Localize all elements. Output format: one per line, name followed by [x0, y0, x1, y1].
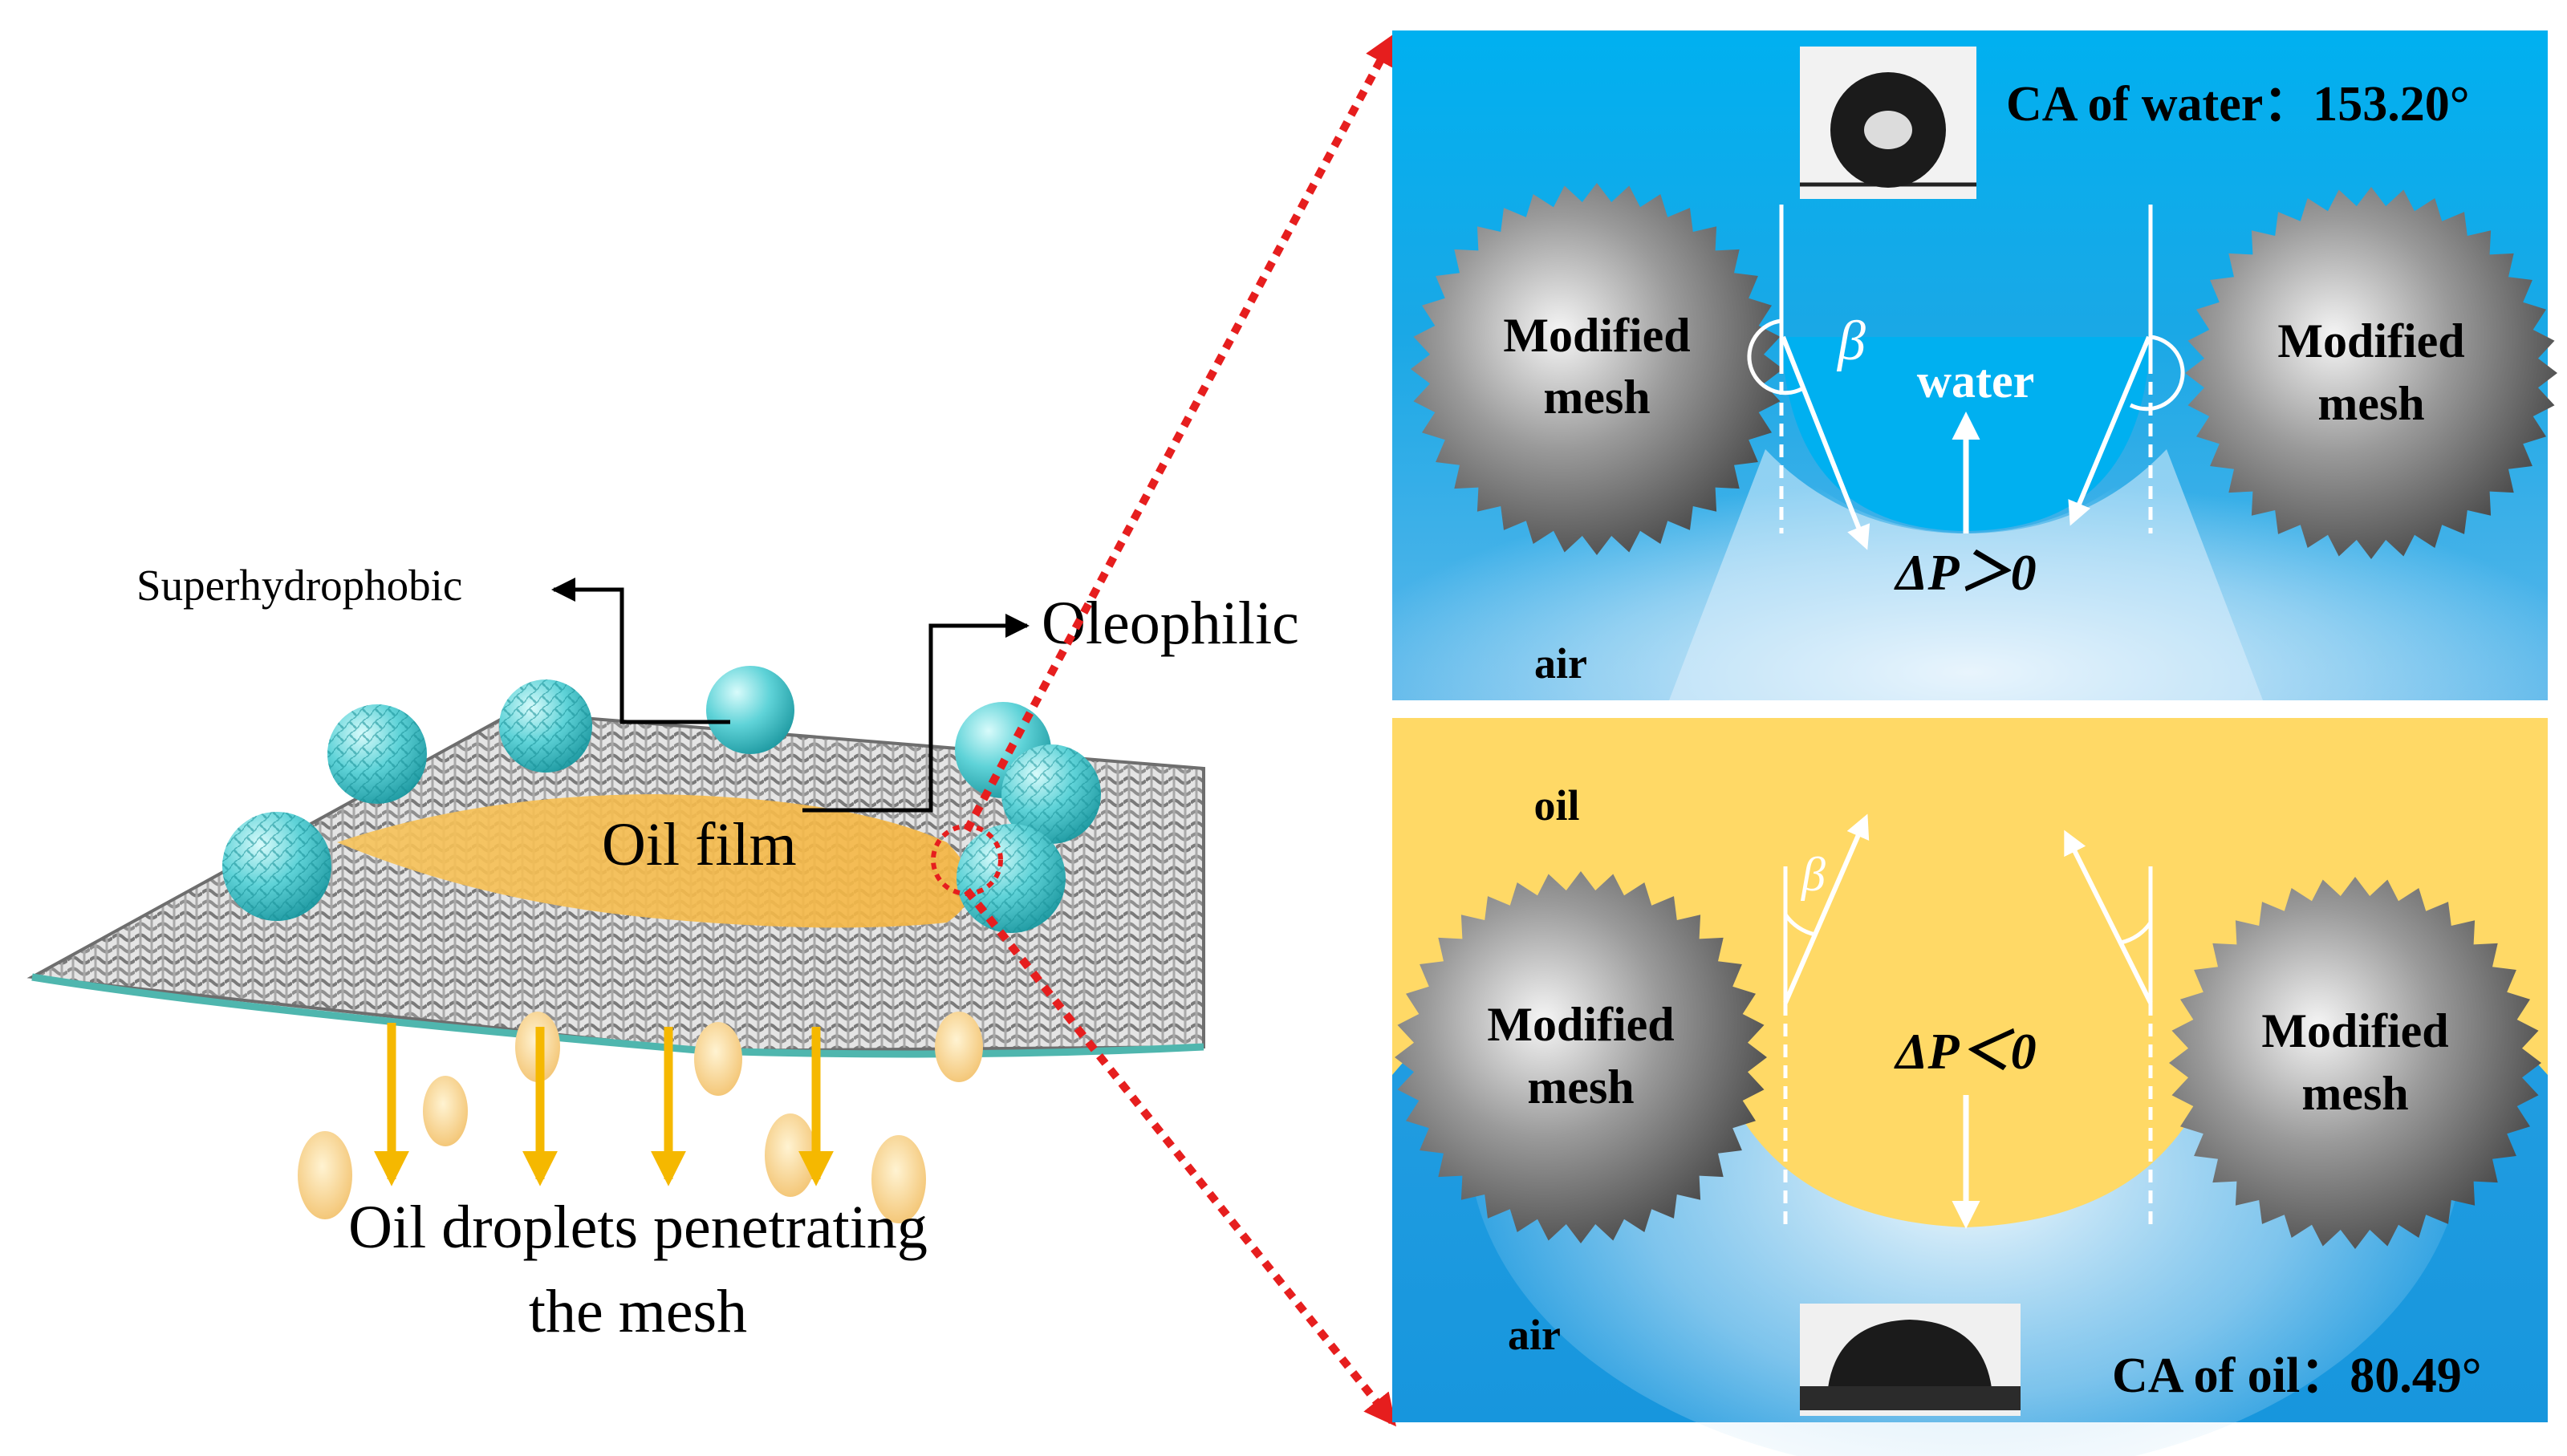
- sphere-net: [957, 824, 1066, 933]
- sphere-net: [327, 704, 427, 804]
- angle-arc: [2120, 921, 2153, 945]
- oil-droplet: [765, 1113, 816, 1197]
- oil-droplet: [694, 1022, 742, 1096]
- oil-droplet: [935, 1012, 983, 1082]
- bottom-left-gear: Modified mesh: [1395, 871, 1767, 1243]
- oil-film-shape: [337, 794, 971, 928]
- superhydrophobic-callout: [551, 578, 730, 724]
- photo-baseline: [1800, 1386, 2021, 1410]
- oil-droplets: [298, 1012, 983, 1223]
- oil-droplet: [423, 1076, 468, 1146]
- angle-symbol: β: [1801, 848, 1826, 901]
- superhydrophobic-label: Superhydrophobic: [136, 561, 462, 610]
- oil-region: [1392, 718, 2548, 1227]
- zoom-line-top: [963, 32, 1396, 833]
- liquid-label: oil: [1533, 781, 1579, 829]
- tangent-arrow: [1783, 813, 1870, 1004]
- tangent-arrow: [2068, 335, 2151, 526]
- oil-droplet: [871, 1135, 926, 1223]
- sphere-net: [222, 812, 331, 921]
- medium-label: air: [1508, 1311, 1561, 1359]
- penetration-arrows: [374, 1023, 834, 1186]
- mesh-fringe: [31, 973, 1204, 1058]
- droplets-label-line2: the mesh: [529, 1278, 747, 1345]
- oleophilic-label: Oleophilic: [1042, 590, 1299, 657]
- water-contact-angle-photo: [1800, 47, 1976, 199]
- liquid-label: water: [1917, 355, 2035, 408]
- droplets-label-line1: Oil droplets penetrating: [348, 1194, 928, 1261]
- ca-water-label: CA of water：153.20°: [2006, 77, 2470, 132]
- mesh-label-line2: mesh: [2301, 1067, 2408, 1120]
- sphere-net: [499, 679, 592, 773]
- mesh-label-line2: mesh: [2317, 377, 2424, 430]
- droplet-highlight: [1864, 111, 1912, 149]
- angle-arc: [2129, 335, 2185, 412]
- bottom-right-gear: Modified mesh: [2169, 877, 2541, 1249]
- ca-oil-label: CA of oil：80.49°: [2112, 1349, 2482, 1403]
- mesh-label-line1: Modified: [2277, 314, 2464, 367]
- angle-arc: [1783, 913, 1816, 937]
- tangent-arrow: [1781, 335, 1870, 550]
- mesh-schematic: Superhydrophobic Oleophilic Oil film Oil…: [26, 561, 1299, 1345]
- pressure-label: ΔP＜0: [1893, 1023, 2036, 1080]
- mesh-label-line1: Modified: [1503, 309, 1690, 362]
- oleophilic-callout: [802, 614, 1030, 813]
- superhydrophobic-spheres: [222, 666, 1101, 933]
- top-right-gear: Modified mesh: [2185, 187, 2557, 559]
- zoom-line-bottom: [964, 887, 1396, 1427]
- angle-arc: [1747, 318, 1803, 395]
- gear-icon: [1411, 183, 1783, 555]
- gear-icon: [2185, 187, 2557, 559]
- angle-symbol: β: [1836, 310, 1866, 372]
- mesh-label-line2: mesh: [1527, 1061, 1634, 1113]
- sphere: [706, 666, 794, 754]
- top-air-tint: [1669, 449, 2263, 700]
- oil-film-label: Oil film: [602, 811, 797, 878]
- top-left-gear: Modified mesh: [1411, 183, 1783, 555]
- oil-contact-angle-photo: [1800, 1304, 2021, 1416]
- mesh-label-line2: mesh: [1543, 371, 1650, 424]
- pressure-label: ΔP＞0: [1893, 544, 2036, 601]
- top-panel: Modified mesh Modified mesh CA of water：…: [1392, 30, 2557, 700]
- sphere-net: [1001, 744, 1101, 844]
- mesh-label-line1: Modified: [2261, 1004, 2448, 1057]
- medium-label: air: [1534, 639, 1587, 687]
- gear-icon: [2169, 877, 2541, 1249]
- oil-droplet-image: [1828, 1320, 1992, 1388]
- tangent-arrow: [2064, 829, 2153, 1004]
- gear-icon: [1395, 871, 1767, 1243]
- mesh-label-line1: Modified: [1487, 998, 1674, 1051]
- oil-droplet: [298, 1131, 352, 1219]
- bottom-panel: Modified mesh Modified mesh CA of oil：80…: [1392, 718, 2548, 1456]
